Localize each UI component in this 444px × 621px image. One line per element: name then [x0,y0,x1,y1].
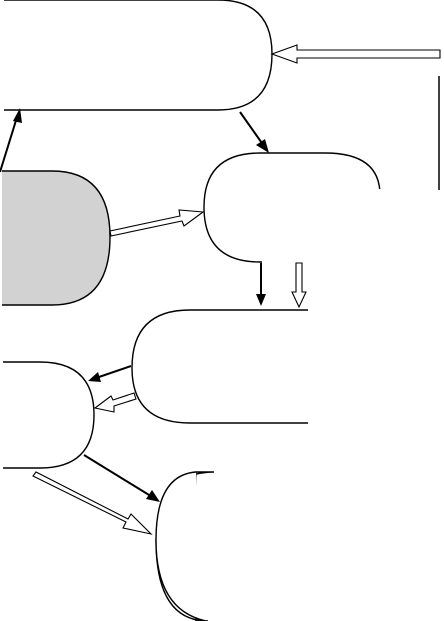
arrow-top-to-right-middle [239,111,269,153]
arrow-left-small-to-bottom [83,454,160,502]
node-left-small [0,361,95,470]
node-top-shape [0,0,273,111]
arrow-right-edge-to-top [270,44,441,64]
node-bottom-outline [155,471,207,621]
node-bottom [155,471,215,621]
arrow-center-to-left-small [88,365,132,382]
node-right-middle [203,152,384,264]
arrow-grey-to-top [0,108,22,173]
node-grey-shape [0,170,111,306]
node-grey [0,170,111,306]
arrow-right-middle-to-center-hollow [291,262,307,309]
node-center [131,309,314,425]
arrow-right-middle-to-center [256,263,266,306]
node-top [0,0,273,112]
node-left-small-shape [0,361,95,469]
arrow-grey-to-right-middle [109,209,205,237]
node-center-shape [131,309,311,424]
arrow-center-to-left-small-hollow [93,392,137,413]
arrow-outside-to-bottom [32,471,153,535]
node-right-middle-shape [203,152,381,263]
